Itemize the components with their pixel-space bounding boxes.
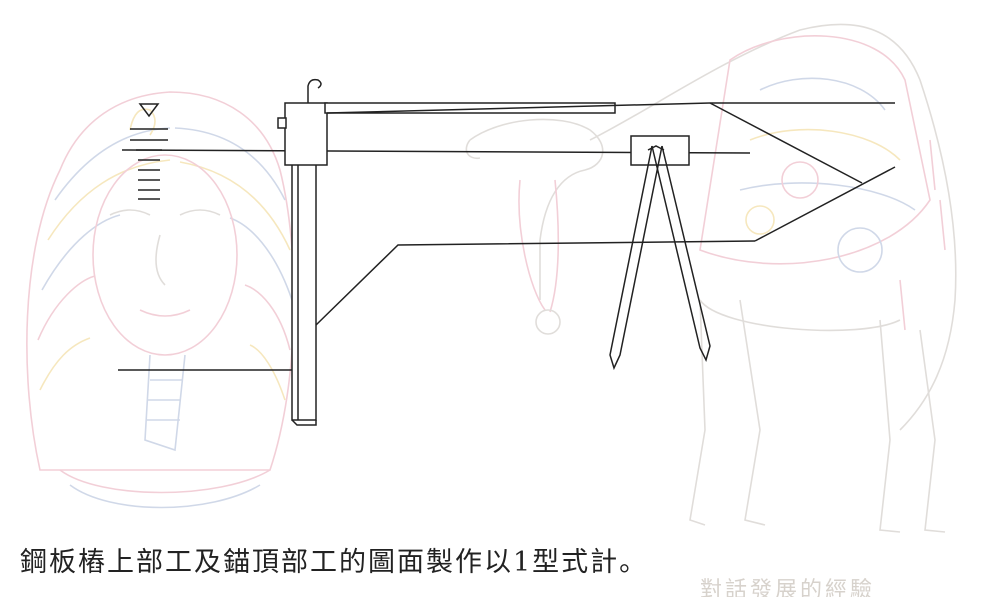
steel-sheet-pile: [291, 147, 317, 426]
excavation-profile: [315, 240, 756, 326]
coping-superstructure: [277, 78, 616, 166]
slope-line-upper: [709, 102, 863, 184]
tie-line-top: [326, 102, 711, 114]
watermark-text: 對話發展的經驗: [700, 578, 876, 597]
caption-text: 鋼板樁上部工及錨頂部工的圖面製作以1型式計。: [20, 547, 649, 578]
anchor-block: [609, 135, 711, 371]
slope-line-lower: [754, 166, 896, 242]
camel-sketch: [465, 23, 957, 533]
pharaoh-mask-sketch: [26, 91, 295, 509]
water-level-symbol: [130, 103, 168, 200]
